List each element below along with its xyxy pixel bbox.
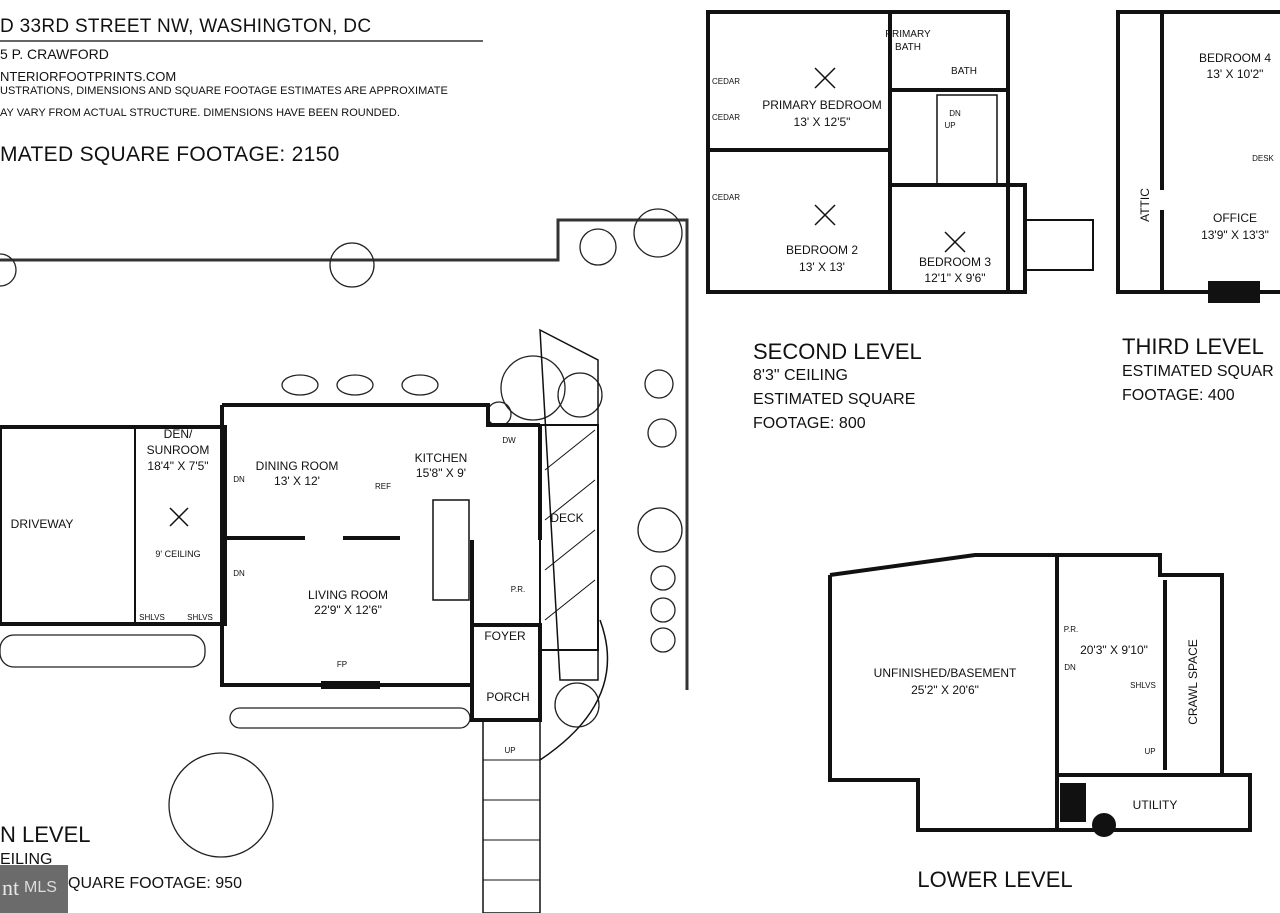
lower-powder-room-label: P.R. [1063,625,1079,634]
bedroom-2-dimensions: 13' X 13' [799,260,845,274]
bedroom-4-label: BEDROOM 4 [1198,51,1272,65]
third-level-sqft-2: FOOTAGE: 400 [1122,387,1235,404]
trees [0,208,683,858]
second-level-ceiling: 8'3" CEILING [753,367,848,384]
primary-bedroom-label: PRIMARY BEDROOM [762,98,882,112]
refrigerator-label: REF [375,482,391,491]
deck-label: DECK [550,511,584,525]
stairs-down-label: DN [1064,663,1076,672]
total-square-footage: MATED SQUARE FOOTAGE: 2150 [0,143,340,166]
stairs-down-label: DN [233,475,245,484]
author-credit: 5 P. CRAWFORD [0,46,109,62]
main-level-title: N LEVEL [0,822,91,847]
bedroom-2-label: BEDROOM 2 [785,243,859,257]
den-ceiling: 9' CEILING [155,549,201,559]
fireplace-label: FP [336,660,348,669]
mls-watermark: nt MLS [0,865,68,913]
main-level-square-footage: QUARE FOOTAGE: 950 [68,875,242,892]
second-level-title: SECOND LEVEL [753,339,922,364]
driveway-label: DRIVEWAY [10,517,74,531]
basement-label: UNFINISHED/BASEMENT [873,666,1017,680]
utility-label: UTILITY [1132,798,1178,812]
den-label-2: SUNROOM [146,443,210,457]
website: NTERIORFOOTPRINTS.COM [0,69,177,84]
cedar-closet-label: CEDAR [711,77,741,86]
office-dimensions: 13'9" X 13'3" [1201,228,1269,242]
stairs-down-label: DN [949,109,961,118]
stairs-up-label: UP [944,121,956,130]
living-room-dimensions: 22'9" X 12'6" [314,603,382,617]
bedroom-3-dimensions: 12'1" X 9'6" [924,271,986,285]
bath-label: BATH [951,66,977,77]
attic-label: ATTIC [1138,188,1152,222]
kitchen-label: KITCHEN [414,451,468,465]
deck-hatching [544,429,596,621]
disclaimer-line-2: AY VARY FROM ACTUAL STRUCTURE. DIMENSION… [0,107,400,119]
porch-label: PORCH [486,690,530,704]
dishwasher-label: DW [502,436,516,445]
main-level-ceiling: EILING [0,851,53,868]
cedar-closet-label: CEDAR [711,193,741,202]
dining-room-label: DINING ROOM [255,459,339,473]
primary-bath-label-2: BATH [895,42,921,53]
basement-dimensions: 25'2" X 20'6" [911,683,979,697]
third-level-walls [1116,10,1280,303]
kitchen-dimensions: 15'8" X 9' [415,466,467,480]
office-label: OFFICE [1213,211,1257,225]
rec-room-dimensions: 20'3" X 9'10" [1080,643,1148,657]
third-level-sqft-1: ESTIMATED SQUAR [1122,363,1274,380]
mls-watermark-text: MLS [24,879,57,896]
property-address: D 33RD STREET NW, WASHINGTON, DC [0,16,372,37]
second-level-sqft-2: FOOTAGE: 800 [753,415,866,432]
stairs-up-label: UP [504,746,516,755]
ceiling-fan-icons [169,67,966,527]
foyer-label: FOYER [484,629,526,643]
disclaimer-line-1: USTRATIONS, DIMENSIONS AND SQUARE FOOTAG… [0,85,448,97]
stairs-up-label: UP [1144,747,1156,756]
lower-level-walls [828,553,1252,837]
third-level-title: THIRD LEVEL [1122,334,1264,359]
stairs-down-label: DN [233,569,245,578]
bedroom-4-dimensions: 13' X 10'2" [1206,67,1264,81]
lower-shelves-label: SHLVS [1130,681,1156,690]
den-dimensions: 18'4" X 7'5" [147,459,209,473]
cedar-closet-label: CEDAR [711,113,741,122]
lower-level-title: LOWER LEVEL [917,867,1073,892]
primary-bedroom-dimensions: 13' X 12'5" [793,115,851,129]
shelves-label: SHLVS [187,613,213,622]
yard-boundary [0,218,689,690]
desk-label: DESK [1252,154,1274,163]
dining-room-dimensions: 13' X 12' [274,474,320,488]
living-room-label: LIVING ROOM [307,588,389,602]
second-level-walls [706,10,1094,294]
mls-logo-icon: nt [2,875,20,900]
den-label: DEN/ [163,427,193,441]
main-level-walls [0,328,609,913]
second-level-sqft-1: ESTIMATED SQUARE [753,391,916,408]
powder-room-label: P.R. [510,585,526,594]
crawl-space-label: CRAWL SPACE [1186,639,1200,725]
shelves-label: SHLVS [139,613,165,622]
primary-bath-label: PRIMARY [885,29,931,40]
bedroom-3-label: BEDROOM 3 [918,255,992,269]
